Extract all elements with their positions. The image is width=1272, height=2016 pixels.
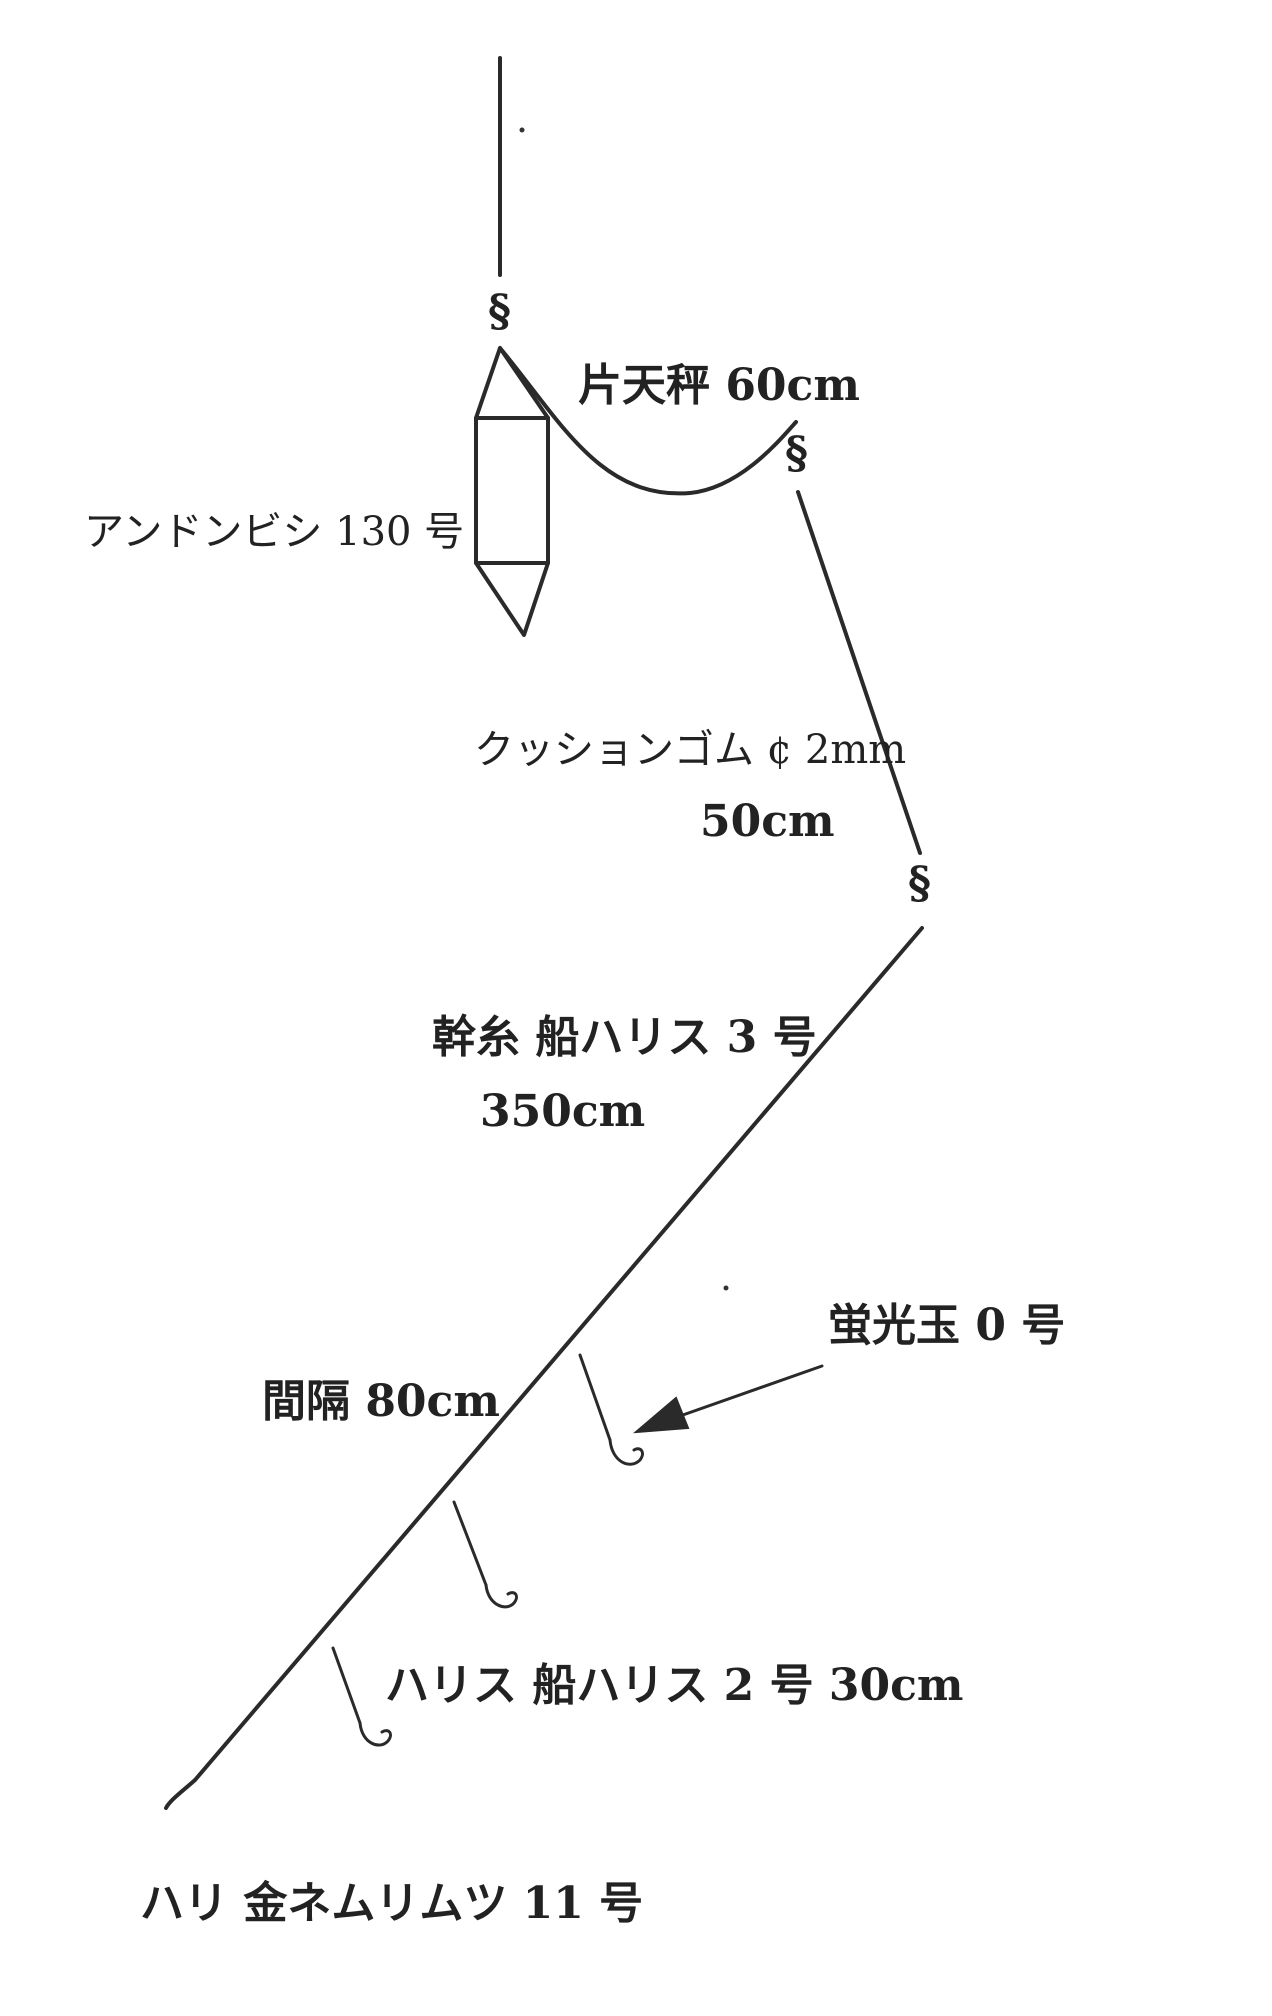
cushion-label-line1: クッションゴム ¢ 2mm — [474, 727, 907, 773]
trunk-line — [193, 926, 924, 1782]
tenbin-arm — [498, 346, 798, 496]
speck — [519, 127, 525, 133]
branch-label: ハリス 船ハリス 2 号 30cm — [385, 1660, 964, 1711]
sinker-label: アンドンビシ 130 号 — [84, 509, 465, 555]
interval-label: 間隔 80cm — [262, 1376, 500, 1427]
speck — [723, 1285, 729, 1291]
branch-1 — [578, 1353, 644, 1466]
mainline-label-line1: 幹糸 船ハリス 3 号 — [432, 1012, 817, 1063]
tenbin-label: 片天秤 60cm — [578, 360, 860, 411]
cushion-label-line2: 50cm — [700, 796, 835, 847]
bead-arrow — [633, 1364, 824, 1434]
mainline-label-line2: 350cm — [480, 1086, 646, 1137]
branch-3 — [331, 1646, 392, 1747]
swivel-tenbin: § — [785, 428, 809, 479]
sinker-shape — [474, 346, 550, 637]
swivel-top: § — [488, 286, 512, 337]
end-hook — [164, 1778, 197, 1810]
cushion-rubber — [796, 490, 922, 855]
branch-2 — [452, 1500, 518, 1609]
hook-label: ハリ 金ネムリムツ 11 号 — [140, 1878, 644, 1929]
swivel-cushion: § — [908, 858, 932, 909]
bead-label: 蛍光玉 0 号 — [828, 1300, 1066, 1351]
